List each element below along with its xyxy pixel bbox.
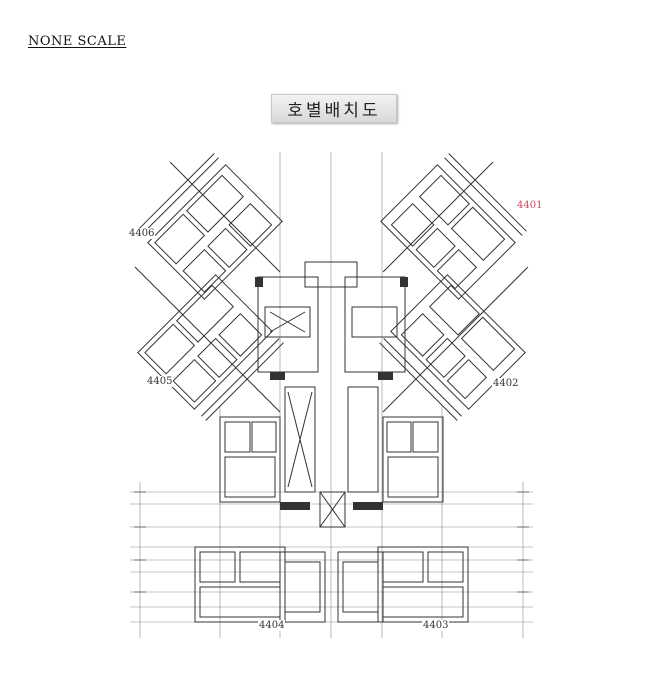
unit-label-4405: 4405 — [146, 376, 174, 387]
floor-plan: 4401 4402 4403 4404 4405 4406 — [128, 152, 542, 638]
scale-note: NONE SCALE — [28, 34, 127, 49]
unit-label-4403: 4403 — [422, 620, 450, 631]
central-core — [257, 261, 406, 528]
lower-right-units — [337, 416, 469, 623]
page-title: 호별배치도 — [271, 94, 397, 123]
unit-label-4404: 4404 — [258, 620, 286, 631]
unit-label-4401: 4401 — [517, 200, 543, 211]
unit-label-4402: 4402 — [492, 378, 520, 389]
lower-left-units — [194, 416, 326, 623]
wing-upper-right — [379, 153, 529, 421]
unit-label-4406: 4406 — [128, 228, 156, 239]
page-title-text: 호별배치도 — [287, 101, 381, 121]
dimension-ticks — [134, 491, 529, 593]
dimension-grid — [130, 152, 533, 638]
core-walls — [255, 277, 408, 510]
floor-plan-drawing — [130, 152, 533, 638]
